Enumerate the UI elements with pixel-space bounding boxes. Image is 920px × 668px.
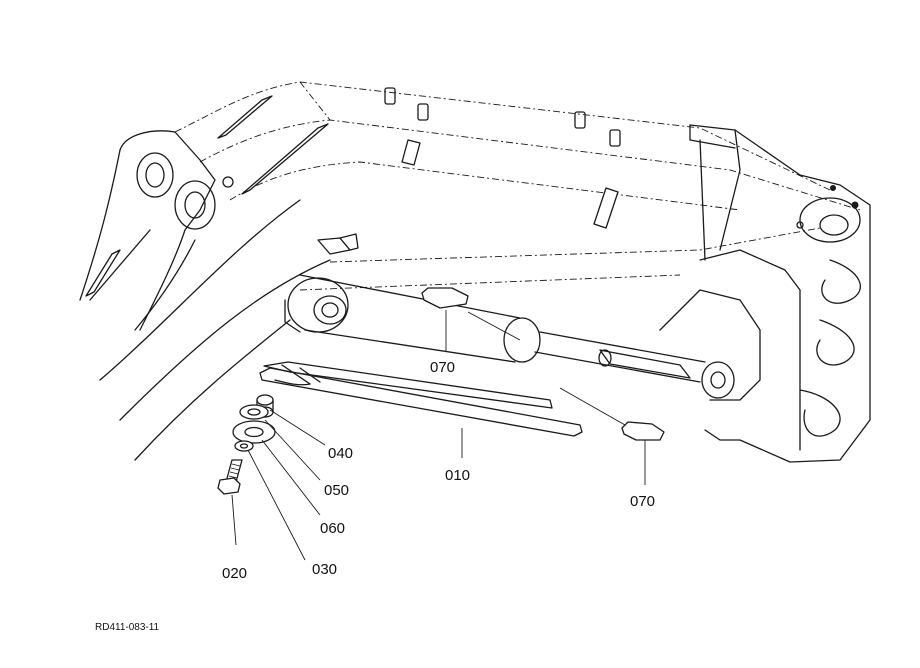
guide-plate-part bbox=[259, 361, 583, 437]
cushion-block-parts bbox=[421, 287, 665, 441]
hardware-stack bbox=[217, 394, 276, 495]
boom-arm-left bbox=[79, 95, 331, 461]
hydraulic-cylinder bbox=[284, 274, 706, 383]
cushion-block-lower bbox=[621, 421, 665, 441]
callout-labels: 070 010 070 040 050 060 030 020 bbox=[222, 359, 655, 582]
boom-pins bbox=[317, 87, 621, 255]
callout-020: 020 bbox=[222, 565, 247, 582]
leader-lines bbox=[231, 310, 646, 561]
cushion-block-upper bbox=[421, 287, 469, 309]
swing-bracket-housing bbox=[659, 124, 871, 463]
callout-050: 050 bbox=[324, 482, 349, 499]
callout-070-lower: 070 bbox=[630, 493, 655, 510]
callout-040: 040 bbox=[328, 445, 353, 462]
reference-code: RD411-083-11 bbox=[95, 622, 160, 633]
callout-070-upper: 070 bbox=[430, 359, 455, 376]
boom-outline bbox=[174, 81, 861, 291]
callout-010: 010 bbox=[445, 467, 470, 484]
callout-060: 060 bbox=[320, 520, 345, 537]
callout-030: 030 bbox=[312, 561, 337, 578]
